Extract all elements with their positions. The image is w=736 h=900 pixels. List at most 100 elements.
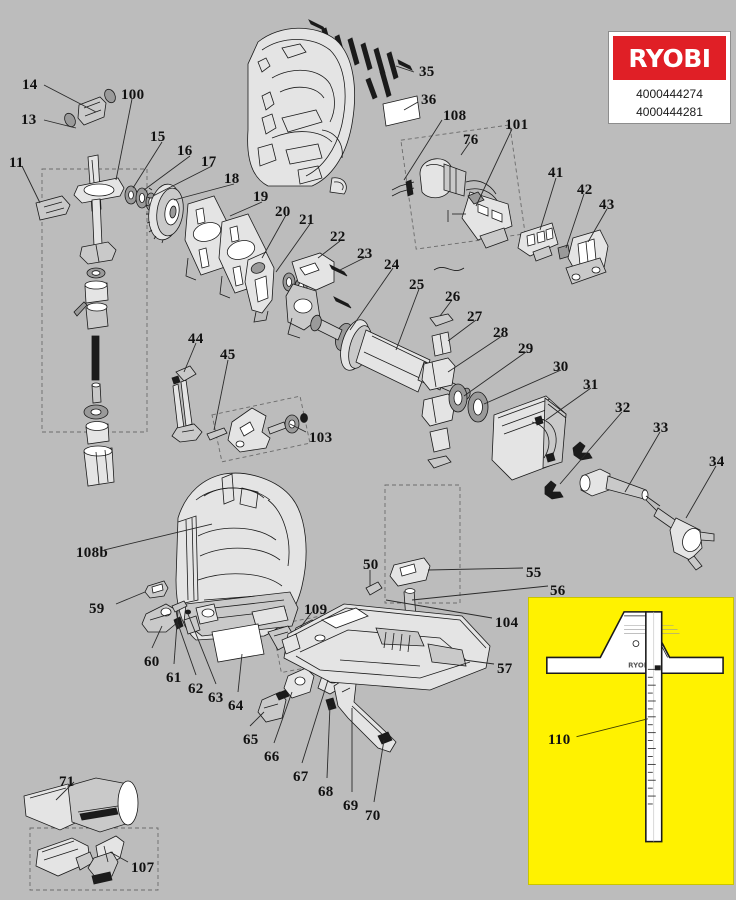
- part-45-pin: [206, 427, 228, 441]
- callout-29: 29: [518, 341, 534, 357]
- inset-leader-line: [576, 718, 648, 738]
- callout-110: 110: [548, 732, 571, 748]
- leader-lines: [21, 65, 717, 863]
- callout-33: 33: [653, 420, 669, 436]
- part-60-lever: [141, 603, 179, 633]
- callout-109: 109: [304, 602, 328, 618]
- part-32-clips: [544, 441, 593, 500]
- guide-rail-brand-mark: RYOBI: [628, 661, 651, 669]
- callout-57: 57: [497, 661, 513, 677]
- part-50-pin: [365, 581, 383, 596]
- callout-62: 62: [188, 681, 204, 697]
- brand-name: RYOBI: [628, 43, 711, 73]
- jigsaw-body-lower: [175, 472, 307, 651]
- callout-41: 41: [548, 165, 564, 181]
- callout-101: 101: [505, 117, 529, 133]
- callout-108-upper: 108: [443, 108, 467, 124]
- callout-28: 28: [493, 325, 509, 341]
- guide-rail-crossbar: [546, 611, 724, 675]
- callout-55: 55: [526, 565, 542, 581]
- assembly-104: [389, 557, 431, 621]
- callout-24: 24: [384, 257, 400, 273]
- callout-35: 35: [419, 64, 435, 80]
- part-36-label: [382, 95, 421, 127]
- part-64-nameplate: [211, 623, 265, 663]
- callout-69: 69: [343, 798, 359, 814]
- part-21-link: [244, 251, 275, 323]
- callout-61: 61: [166, 670, 182, 686]
- part-57-baseplate: [281, 603, 491, 691]
- parts-61-62-63: [171, 600, 191, 630]
- callout-107: 107: [131, 860, 155, 876]
- callout-65: 65: [243, 732, 259, 748]
- parts-65-66: [257, 667, 315, 723]
- callout-18: 18: [224, 171, 240, 187]
- housing-half-upper: [247, 27, 355, 195]
- callout-70: 70: [365, 808, 381, 824]
- part-23-screws: [329, 264, 352, 309]
- callout-16: 16: [177, 143, 193, 159]
- callout-100: 100: [121, 87, 145, 103]
- callout-23: 23: [357, 246, 373, 262]
- callout-103: 103: [309, 430, 333, 446]
- part-24-armature: [310, 314, 471, 401]
- callout-59: 59: [89, 601, 105, 617]
- callout-44: 44: [188, 331, 204, 347]
- inset-panel-guide-rail: RYOBI: [528, 597, 734, 885]
- assembly-103: [227, 407, 308, 453]
- callout-60: 60: [144, 654, 160, 670]
- callout-13: 13: [21, 112, 37, 128]
- callout-27: 27: [467, 309, 483, 325]
- callout-63: 63: [208, 690, 224, 706]
- parts-26-27-28-brushes: [421, 313, 456, 469]
- callout-30: 30: [553, 359, 569, 375]
- part-71-dust-nozzle: [23, 777, 139, 833]
- callout-56: 56: [550, 583, 566, 599]
- callout-11: 11: [9, 155, 24, 171]
- part-number-2: 4000444281: [636, 105, 703, 119]
- ryobi-logo: RYOBI: [613, 36, 726, 80]
- callout-68: 68: [318, 784, 334, 800]
- part-number-1: 4000444274: [636, 87, 703, 101]
- callout-32: 32: [615, 400, 631, 416]
- callout-14: 14: [22, 77, 38, 93]
- callout-66: 66: [264, 749, 280, 765]
- part-18-gear: [145, 183, 184, 244]
- callout-25: 25: [409, 277, 425, 293]
- callout-34: 34: [709, 454, 725, 470]
- callout-21: 21: [299, 212, 315, 228]
- part-44-guide-arm: [171, 365, 203, 443]
- parts-41-42-43-switch: [517, 222, 609, 285]
- guide-rail-artwork: RYOBI: [546, 611, 724, 843]
- part-34-plug: [669, 517, 715, 571]
- callout-45: 45: [220, 347, 236, 363]
- callout-26: 26: [445, 289, 461, 305]
- callout-36: 36: [421, 92, 437, 108]
- callout-17: 17: [201, 154, 217, 170]
- part-11: [35, 195, 71, 221]
- assembly-100-plunger: [73, 154, 125, 487]
- callout-31: 31: [583, 377, 599, 393]
- callout-108-lower: 108b: [76, 545, 109, 561]
- callout-104: 104: [495, 615, 519, 631]
- callout-19: 19: [253, 189, 269, 205]
- group-box-104: [384, 484, 461, 604]
- part-59: [144, 580, 169, 599]
- callout-64: 64: [228, 698, 244, 714]
- callout-20: 20: [275, 204, 291, 220]
- parts-29-30-bearings: [448, 383, 489, 423]
- assembly-107: [35, 835, 125, 885]
- callout-22: 22: [330, 229, 346, 245]
- callout-43: 43: [599, 197, 615, 213]
- guide-rail-hole: [632, 640, 640, 647]
- callout-71: 71: [59, 774, 75, 790]
- part-13-14: [64, 88, 116, 128]
- brand-logo-box: RYOBI 4000444274 4000444281: [608, 31, 731, 124]
- callout-50: 50: [363, 557, 379, 573]
- part-33-cord: [579, 468, 679, 531]
- callout-15: 15: [150, 129, 166, 145]
- callout-67: 67: [293, 769, 309, 785]
- callout-42: 42: [577, 182, 593, 198]
